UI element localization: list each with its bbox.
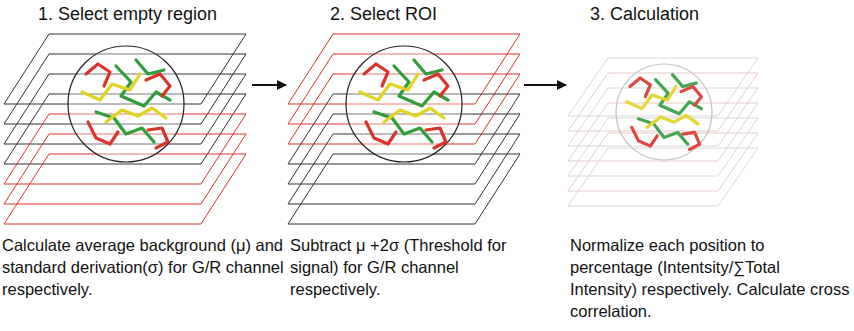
filament	[360, 74, 418, 100]
image-slice	[4, 154, 246, 224]
filament	[364, 64, 388, 86]
roi-circle	[346, 46, 462, 162]
step-description: Normalize each position to percentage (I…	[570, 234, 850, 322]
image-slice	[568, 88, 758, 146]
step-heading: 2. Select ROI	[330, 3, 437, 25]
process-step: 1. Select empty regionCalculate average …	[4, 30, 250, 226]
roi-circle	[616, 64, 712, 160]
filament	[639, 119, 688, 145]
process-step: 3. CalculationNormalize each position to…	[568, 30, 768, 226]
filament	[424, 74, 448, 96]
filament	[374, 112, 432, 142]
filament	[630, 78, 650, 97]
filament	[673, 75, 697, 87]
image-slice	[568, 148, 758, 206]
filament	[366, 122, 396, 144]
step-arrow	[524, 84, 566, 86]
step-description: Subtract μ +2σ (Threshold for signal) fo…	[290, 234, 552, 300]
step-arrow	[252, 84, 286, 86]
image-stack	[4, 30, 250, 226]
image-slice	[568, 103, 758, 161]
filament	[426, 128, 446, 148]
filament	[96, 112, 154, 142]
filament	[86, 64, 110, 86]
filament	[88, 122, 118, 144]
image-slice	[568, 58, 758, 116]
step-description: Calculate average background (μ) and sta…	[2, 234, 287, 300]
filament	[82, 74, 140, 100]
filament	[414, 60, 442, 74]
step-heading: 3. Calculation	[590, 3, 699, 25]
filament	[647, 115, 698, 127]
roi-circle	[68, 46, 184, 162]
image-stack	[568, 30, 768, 226]
filament	[683, 132, 700, 149]
image-slice	[568, 73, 758, 131]
image-stack	[288, 30, 522, 226]
filament	[148, 128, 168, 148]
filament	[627, 87, 676, 109]
filament	[136, 60, 164, 74]
image-slice	[568, 118, 758, 176]
filament	[106, 108, 166, 122]
image-slice	[568, 133, 758, 191]
image-slice	[288, 154, 520, 224]
filament	[384, 108, 444, 122]
filament	[632, 127, 658, 146]
step-heading: 1. Select empty region	[38, 3, 217, 25]
filament	[146, 74, 170, 96]
process-step: 2. Select ROISubtract μ +2σ (Threshold f…	[288, 30, 522, 226]
filament	[681, 87, 701, 106]
